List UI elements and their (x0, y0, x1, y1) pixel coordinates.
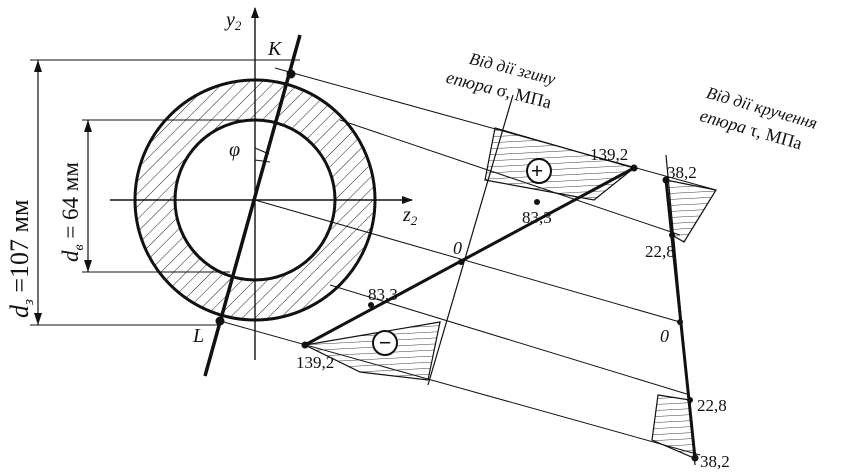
torsion-point-top (662, 176, 670, 184)
z2-axis-label: z2 (402, 204, 418, 228)
bending-point-k-bottom (368, 302, 374, 308)
torsion-point-bottom (691, 454, 699, 462)
bending-negative-area (303, 321, 441, 381)
point-l-label: L (192, 325, 204, 347)
outer-diameter-dimension (30, 59, 300, 326)
bending-point-top (630, 164, 638, 172)
bending-diagram (301, 127, 638, 381)
bending-point-bottom (301, 341, 309, 349)
negative-sign-circle (372, 330, 398, 356)
bending-k-bottom-value: 83,3 (368, 285, 398, 304)
torsion-zero-point (677, 319, 683, 325)
torsion-inner-top-value: 22,8 (645, 242, 675, 261)
torsion-stress-line (664, 179, 697, 459)
inner-diameter-label: dв = 64 мм (58, 162, 87, 262)
torsion-bottom-area (651, 394, 695, 459)
torsion-max-bottom-value: 38,2 (700, 452, 730, 471)
bending-max-bottom-value: 139,2 (296, 353, 334, 372)
torsion-max-top-value: 38,2 (667, 163, 697, 182)
torsion-diagram (651, 176, 717, 462)
bending-title: Від дії згину епюра σ, МПа (444, 49, 558, 112)
torsion-title: Від дії кручення епюра τ, МПа (698, 83, 820, 153)
bending-k-top-value: 83,3 (522, 208, 552, 227)
point-k-label: K (267, 38, 283, 60)
bending-max-top-value: 139,2 (590, 145, 628, 164)
bending-zero-point (458, 259, 464, 265)
bending-zero-label: 0 (453, 238, 462, 258)
y2-axis-label: y2 (224, 9, 242, 33)
phi-arc (254, 147, 270, 155)
outer-diameter-label: dз =107 мм (5, 200, 37, 318)
torsion-zero-label: 0 (660, 326, 669, 346)
bending-stress-line (304, 166, 635, 347)
bending-point-k-top (534, 199, 540, 205)
positive-sign-circle (526, 158, 552, 184)
torsion-inner-bottom-value: 22,8 (697, 396, 727, 415)
section-labels: y2 z2 K L φ dз =107 мм dв = 64 мм (5, 9, 418, 347)
torsion-point-inner-bottom (687, 397, 693, 403)
phi-leader (254, 159, 271, 163)
point-k-dot (286, 69, 296, 79)
bending-positive-area (484, 127, 636, 201)
inner-diameter-dimension (82, 119, 255, 273)
torsion-point-inner-top (669, 232, 675, 238)
positive-sign: + (531, 158, 544, 183)
angle-phi-label: φ (229, 139, 240, 161)
negative-sign: − (379, 330, 392, 355)
